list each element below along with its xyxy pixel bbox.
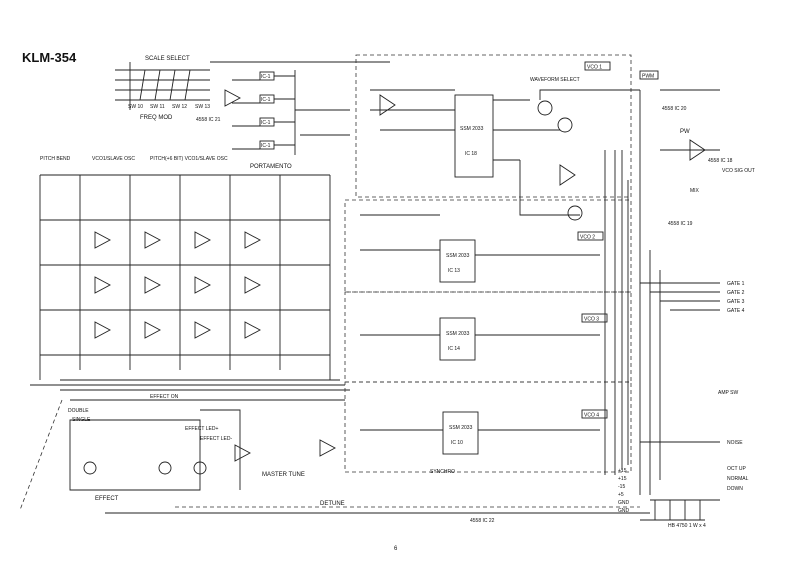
portamento-block: IC-1 IC-1 IC-1 IC-1 PORTAMENTO [232, 70, 350, 170]
opamp-label: 4558 IC 19 [668, 221, 693, 227]
master-tune-label: MASTER TUNE [262, 472, 305, 478]
down-label: DOWN [727, 486, 743, 492]
schematic-title: KLM-354 [22, 50, 77, 65]
gate-label: GATE 4 [727, 308, 745, 314]
switch-label: SW 10 [128, 104, 143, 110]
effect-led-plus-label: EFFECT LED+ [185, 426, 218, 432]
scale-select-label: SCALE SELECT [145, 56, 190, 62]
switch-label: SW 13 [195, 104, 210, 110]
gate-label: GATE 1 [727, 281, 745, 287]
effect-on-label: EFFECT ON [150, 394, 179, 400]
ic-label: IC-1 [261, 143, 271, 149]
normal-label: NORMAL [727, 476, 749, 482]
waveform-select-label: WAVEFORM SELECT [530, 77, 580, 83]
pitch-bend-label: PITCH BEND [40, 156, 71, 162]
opamp-label: 4558 IC 18 [708, 158, 733, 164]
opamp-label: 4558 IC 22 [470, 518, 495, 524]
scale-select-block: SCALE SELECT SW 10 SW 11 SW 12 SW 13 FRE… [115, 56, 390, 123]
chip-ref: IC 18 [465, 151, 477, 157]
chip-part: SSM 2033 [460, 126, 484, 132]
power-label: GND [618, 500, 630, 506]
ic-label: IC-1 [261, 97, 271, 103]
gate-label: GATE 3 [727, 299, 745, 305]
opamp-label: 4558 IC 21 [196, 117, 221, 123]
power-label: +15 [618, 476, 627, 482]
power-label: +15 [618, 468, 627, 474]
chip-part: SSM 2033 [449, 425, 473, 431]
chip-ref: IC 10 [451, 440, 463, 446]
pw-label: PW [680, 129, 690, 135]
page-number: 6 [394, 546, 398, 552]
ic-label: IC-1 [261, 120, 271, 126]
amp-sw-label: AMP SW [718, 390, 738, 396]
oct-up-label: OCT UP [727, 466, 746, 472]
vco-out-label: VCO SIG OUT [722, 168, 755, 174]
resistor-network [39, 89, 350, 462]
vco-3-label: VCO 3 [584, 317, 599, 323]
gate-label: GATE 2 [727, 290, 745, 296]
single-label: SINGLE [72, 417, 91, 423]
power-label: +5 [618, 492, 624, 498]
pitch-slave-label: PITCH(+6 BIT) VCO1/SLAVE OSC [150, 156, 228, 162]
chip-part: SSM 2033 [446, 331, 470, 337]
chip-ref: IC 14 [448, 346, 460, 352]
vco-sections: VCO 1 VCO 2 VCO 3 VCO 4 WAVEFORM SELECT … [344, 54, 640, 473]
power-label: -15 [618, 484, 625, 490]
vco1-slave-label: VCO1/SLAVE OSC [92, 156, 135, 162]
ic-label: IC-1 [261, 74, 271, 80]
chip-part: SSM 2033 [446, 253, 470, 259]
opamp-label: 4558 IC 20 [662, 106, 687, 112]
switch-label: SW 12 [172, 104, 187, 110]
bottom-note: HB 4750 1 W x 4 [668, 523, 706, 529]
double-label: DOUBLE [68, 408, 89, 414]
switch-label: SW 11 [150, 104, 165, 110]
noise-label: NOISE [727, 440, 743, 446]
synchro-label: SYNCHRO [430, 469, 455, 475]
vco-4-label: VCO 4 [584, 413, 599, 419]
effect-label: EFFECT [95, 496, 119, 502]
vco-2-label: VCO 2 [580, 235, 595, 241]
detune-label: DETUNE [320, 501, 345, 507]
freq-mod-label: FREQ MOD [140, 115, 173, 121]
power-label: GND [618, 508, 630, 514]
effect-led-minus-label: EFFECT LED- [200, 436, 232, 442]
mix-label: MIX [690, 188, 700, 194]
pw-box-label: PWM [642, 74, 654, 80]
vco-1-label: VCO 1 [587, 65, 602, 71]
portamento-label: PORTAMENTO [250, 164, 292, 170]
chip-ref: IC 13 [448, 268, 460, 274]
right-side-block: PWM 4558 IC 20 PW 4558 IC 18 MIX VCO SIG… [618, 70, 755, 529]
effect-block: DOUBLE SINGLE EFFECT ON EFFECT LED+ EFFE… [19, 394, 650, 514]
